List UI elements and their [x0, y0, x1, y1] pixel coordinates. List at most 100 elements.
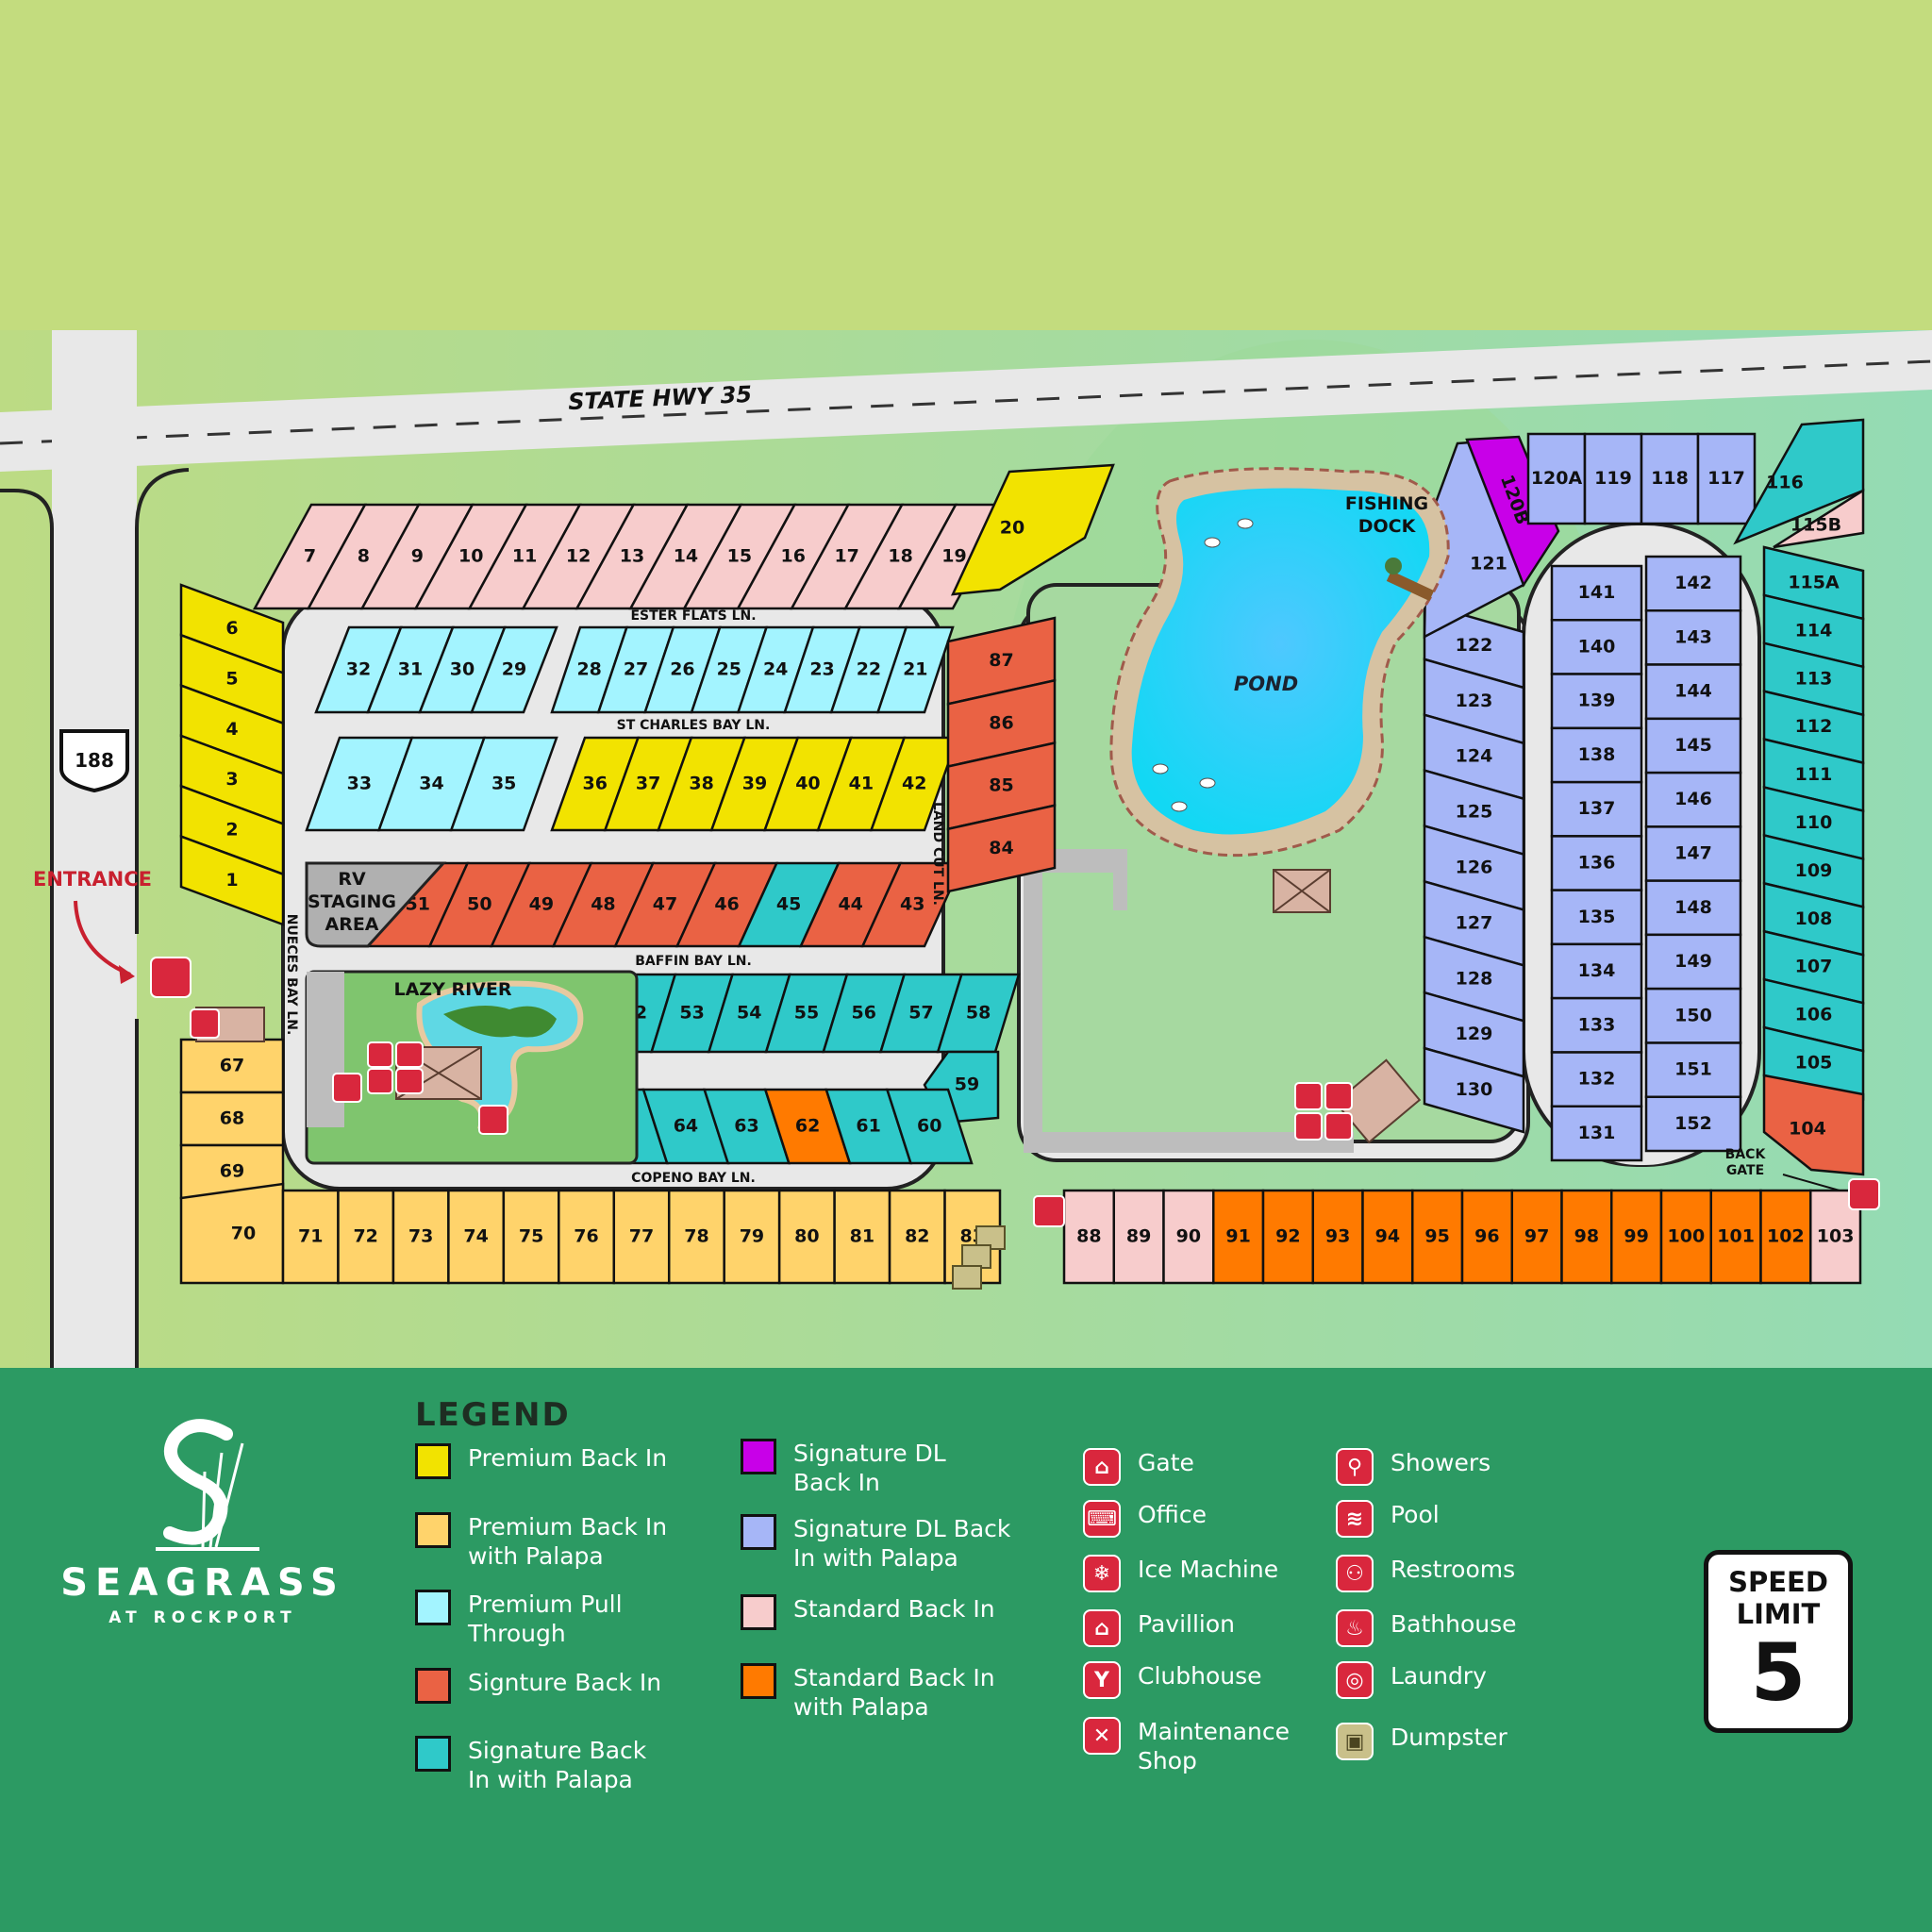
speed-limit-value: 5 [1750, 1626, 1807, 1719]
campsite-number: 108 [1795, 908, 1833, 929]
campsite-130[interactable] [1423, 1046, 1525, 1134]
campsite-21[interactable] [875, 625, 955, 714]
route-188-road [52, 330, 137, 1368]
campsite-117[interactable] [1696, 432, 1757, 525]
entrance-arrowhead [119, 965, 135, 984]
campsite-number: 39 [742, 774, 767, 794]
campsite-number: 86 [989, 712, 1013, 733]
legend-amenity-label: Office [1138, 1501, 1207, 1528]
campsite-number: 63 [734, 1116, 758, 1137]
rv-staging-line: STAGING [308, 891, 396, 912]
legend-swatch [741, 1594, 776, 1630]
campsite-number: 17 [834, 546, 858, 567]
campsite-number: 149 [1674, 951, 1712, 972]
campsite-number: 49 [529, 894, 554, 915]
campsite-number: 22 [857, 659, 881, 680]
campsite-number: 73 [408, 1226, 433, 1247]
office-icon: ⌨ [1083, 1500, 1121, 1538]
campsite-number: 29 [502, 659, 526, 680]
rv-staging-line: RV [338, 869, 366, 890]
campsite-152[interactable] [1644, 1095, 1742, 1153]
campsite-number: 116 [1766, 473, 1804, 493]
campsite-number: 45 [776, 894, 801, 915]
legend-swatch [741, 1663, 776, 1699]
campsite-number: 33 [347, 774, 372, 794]
legend-amenity-label: Clubhouse [1138, 1662, 1262, 1690]
campsite-number: 30 [450, 659, 475, 680]
speed-limit-sign: SPEED LIMIT 5 [1704, 1550, 1853, 1733]
campsite-number: 11 [512, 546, 537, 567]
campsite-number: 12 [566, 546, 591, 567]
campsite-number: 143 [1674, 626, 1712, 647]
entrance-label: ENTRANCE [33, 868, 152, 891]
dumpster-icon: ▣ [1336, 1723, 1374, 1760]
campsite-number: 67 [220, 1056, 244, 1076]
campsite-43[interactable] [860, 861, 964, 948]
brand-subtitle: AT ROCKPORT [108, 1608, 297, 1627]
campsite-number: 48 [591, 894, 615, 915]
campsite-number: 82 [905, 1226, 929, 1247]
campsite-number: 113 [1795, 668, 1833, 689]
campsite-number: 123 [1456, 691, 1493, 711]
campsite-42[interactable] [869, 736, 959, 832]
campsite-number: 148 [1674, 897, 1712, 918]
legend-item-signature-back-in: Signture Back In [415, 1668, 661, 1704]
rv-staging-line: AREA [325, 914, 378, 935]
campsite-131[interactable] [1550, 1105, 1643, 1162]
legend-label: Premium Back In [468, 1444, 668, 1472]
road-label-land-cut: LAND CUT LN. [930, 802, 945, 906]
campsite-number: 19 [941, 546, 966, 567]
back-gate-line: GATE [1726, 1163, 1764, 1178]
map-amenity-icons [190, 1008, 1353, 1227]
fisherman-icon [1385, 558, 1402, 575]
campsite-number: 92 [1275, 1226, 1300, 1247]
campsite-number: 81 [850, 1226, 874, 1247]
campsite-number: 57 [908, 1003, 933, 1024]
campsite-number: 47 [653, 894, 677, 915]
legend-swatch [741, 1439, 776, 1474]
campsite-number: 118 [1651, 468, 1689, 489]
campsite-number: 109 [1795, 860, 1833, 881]
legend-amenity-laundry: ◎Laundry [1336, 1661, 1487, 1699]
back-gate-arrow [1782, 1174, 1840, 1191]
campsite-number: 103 [1817, 1226, 1855, 1247]
campsite-number: 135 [1578, 907, 1616, 927]
campsite-1[interactable] [179, 834, 285, 926]
campsite-60[interactable] [885, 1088, 974, 1165]
legend-amenity-label: Gate [1138, 1449, 1194, 1476]
campsite-number: 117 [1707, 468, 1745, 489]
gate-icon [150, 957, 192, 998]
campsite-number: 77 [629, 1226, 654, 1247]
legend-amenity-pool: ≋Pool [1336, 1500, 1440, 1538]
campsite-number: 85 [989, 775, 1013, 796]
campsite-number: 41 [849, 774, 874, 794]
campsite-104[interactable] [1762, 1074, 1865, 1176]
campsite-number: 23 [809, 659, 834, 680]
campsite-number: 56 [851, 1003, 875, 1024]
laundry-icon: ◎ [1336, 1661, 1374, 1699]
campsite-number: 2 [225, 820, 238, 841]
road-label-baffin: BAFFIN BAY LN. [635, 954, 752, 969]
bird-icons [1152, 518, 1254, 812]
campsite-number: 69 [220, 1161, 244, 1182]
campsite-120B[interactable] [1465, 435, 1560, 588]
ice-machine-icon: ❄ [1083, 1555, 1121, 1592]
legend-amenity-pavillion: ⌂Pavillion [1083, 1609, 1235, 1647]
legend-item-standard-back-in-palapa: Standard Back In with Palapa [741, 1663, 995, 1722]
campsite-number: 84 [989, 838, 1013, 858]
campsite-number: 58 [966, 1003, 991, 1024]
campsite-number: 7 [304, 546, 316, 567]
pond-water [1131, 488, 1430, 835]
campsite-number: 80 [794, 1226, 819, 1247]
campsite-number: 74 [463, 1226, 488, 1247]
campsite-115B[interactable] [1773, 488, 1865, 549]
campsite-29[interactable] [470, 625, 558, 714]
campsite-84[interactable] [946, 804, 1057, 893]
campsite-number: 137 [1578, 798, 1616, 819]
legend-amenity-label: Bathhouse [1391, 1610, 1517, 1638]
campsite-35[interactable] [449, 736, 558, 832]
campsite-number: 35 [491, 774, 516, 794]
campsite-20[interactable] [950, 463, 1115, 596]
legend-swatch [415, 1590, 451, 1625]
